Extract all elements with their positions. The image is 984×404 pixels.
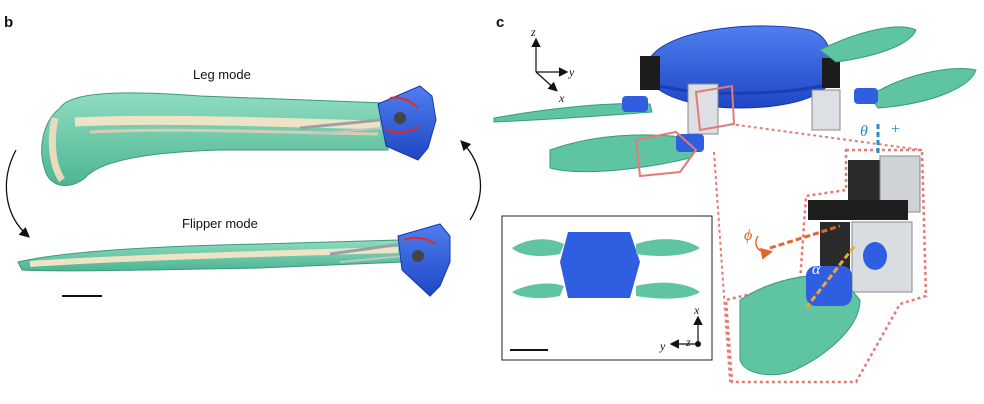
axis-y-label: y xyxy=(568,65,575,79)
flipper-mode-flipper xyxy=(17,239,405,272)
leg-mode-flipper xyxy=(41,92,389,186)
inset-axes: x y z xyxy=(659,303,703,353)
inset-axis-z-label: z xyxy=(685,335,691,349)
zoomed-detail-outline xyxy=(724,148,928,384)
zoom-line-1 xyxy=(729,123,923,151)
axis-z-label: z xyxy=(530,25,536,39)
inset-axis-x-label: x xyxy=(693,303,700,317)
robot-body xyxy=(640,25,841,135)
theta-plus-label: + xyxy=(890,121,901,138)
alpha-axis xyxy=(804,243,858,309)
robot-flipper-front-right xyxy=(819,26,917,63)
panel-b-letter: b xyxy=(4,14,14,31)
zoomed-servo-assembly xyxy=(808,155,921,293)
alpha-label: α xyxy=(812,261,821,278)
phi-label: ϕ xyxy=(744,227,752,244)
panel-c-letter: c xyxy=(496,14,505,31)
flipper-mode-caption: Flipper mode xyxy=(182,216,258,231)
leg-mode-motor-housing xyxy=(377,85,437,161)
zoomed-flipper xyxy=(739,266,861,376)
inset-axis-y-label: y xyxy=(659,339,666,353)
axis-x-label: x xyxy=(558,91,565,105)
flipper-mode-motor-housing xyxy=(397,223,451,297)
robot-flipper-front-left xyxy=(493,103,653,123)
robot-flipper-rear-right xyxy=(869,67,977,109)
leg-to-flipper-arrow xyxy=(5,149,30,238)
highlight-flipper-box xyxy=(634,130,698,178)
flipper-to-leg-arrow xyxy=(460,140,482,221)
inset-top-view xyxy=(512,232,700,299)
zoom-line-2 xyxy=(713,151,731,383)
phi-axis xyxy=(769,224,841,250)
highlight-joint-box xyxy=(694,84,736,132)
theta-label: θ xyxy=(860,123,868,140)
axes-3d: z y x xyxy=(530,25,575,105)
phi-rotation-arrow xyxy=(755,235,773,260)
leg-mode-caption: Leg mode xyxy=(193,67,251,82)
